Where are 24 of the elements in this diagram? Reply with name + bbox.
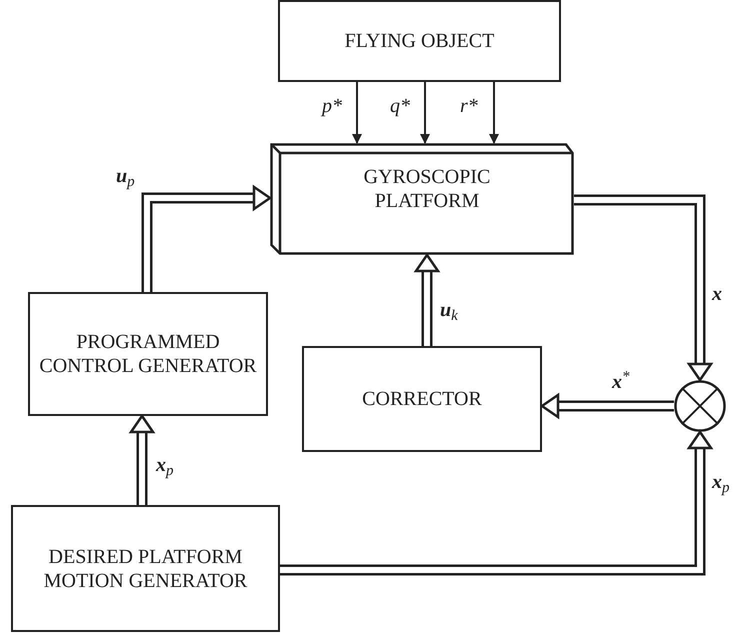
arrow	[352, 82, 362, 144]
node-label: DESIRED PLATFORM MOTION GENERATOR	[44, 544, 248, 592]
hollow-arrow	[414, 252, 440, 346]
hollow-arrow	[280, 430, 714, 576]
process-box	[11, 505, 280, 632]
node-label: PROGRAMMED CONTROL GENERATOR	[38, 330, 258, 378]
edge-label: x$^{*}$	[612, 372, 630, 392]
edge-label: q*	[390, 96, 410, 116]
node-label: CORRECTOR	[362, 387, 482, 411]
edge-label: p*	[322, 96, 342, 116]
hollow-arrow	[128, 414, 156, 505]
edge-label: x	[712, 284, 722, 304]
process-box	[278, 0, 561, 82]
process-box	[28, 292, 268, 416]
edge-label: u$_{k}$	[440, 300, 458, 320]
arrow	[489, 82, 499, 144]
process-box	[302, 346, 542, 452]
node-label: GYROSCOPIC PLATFORM	[362, 165, 492, 213]
hollow-arrow	[142, 184, 272, 292]
arrow	[420, 82, 430, 144]
edge-label: r*	[460, 96, 478, 116]
hollow-arrow	[540, 392, 674, 420]
node-label: FLYING OBJECT	[344, 29, 494, 53]
hollow-arrow	[574, 194, 714, 382]
